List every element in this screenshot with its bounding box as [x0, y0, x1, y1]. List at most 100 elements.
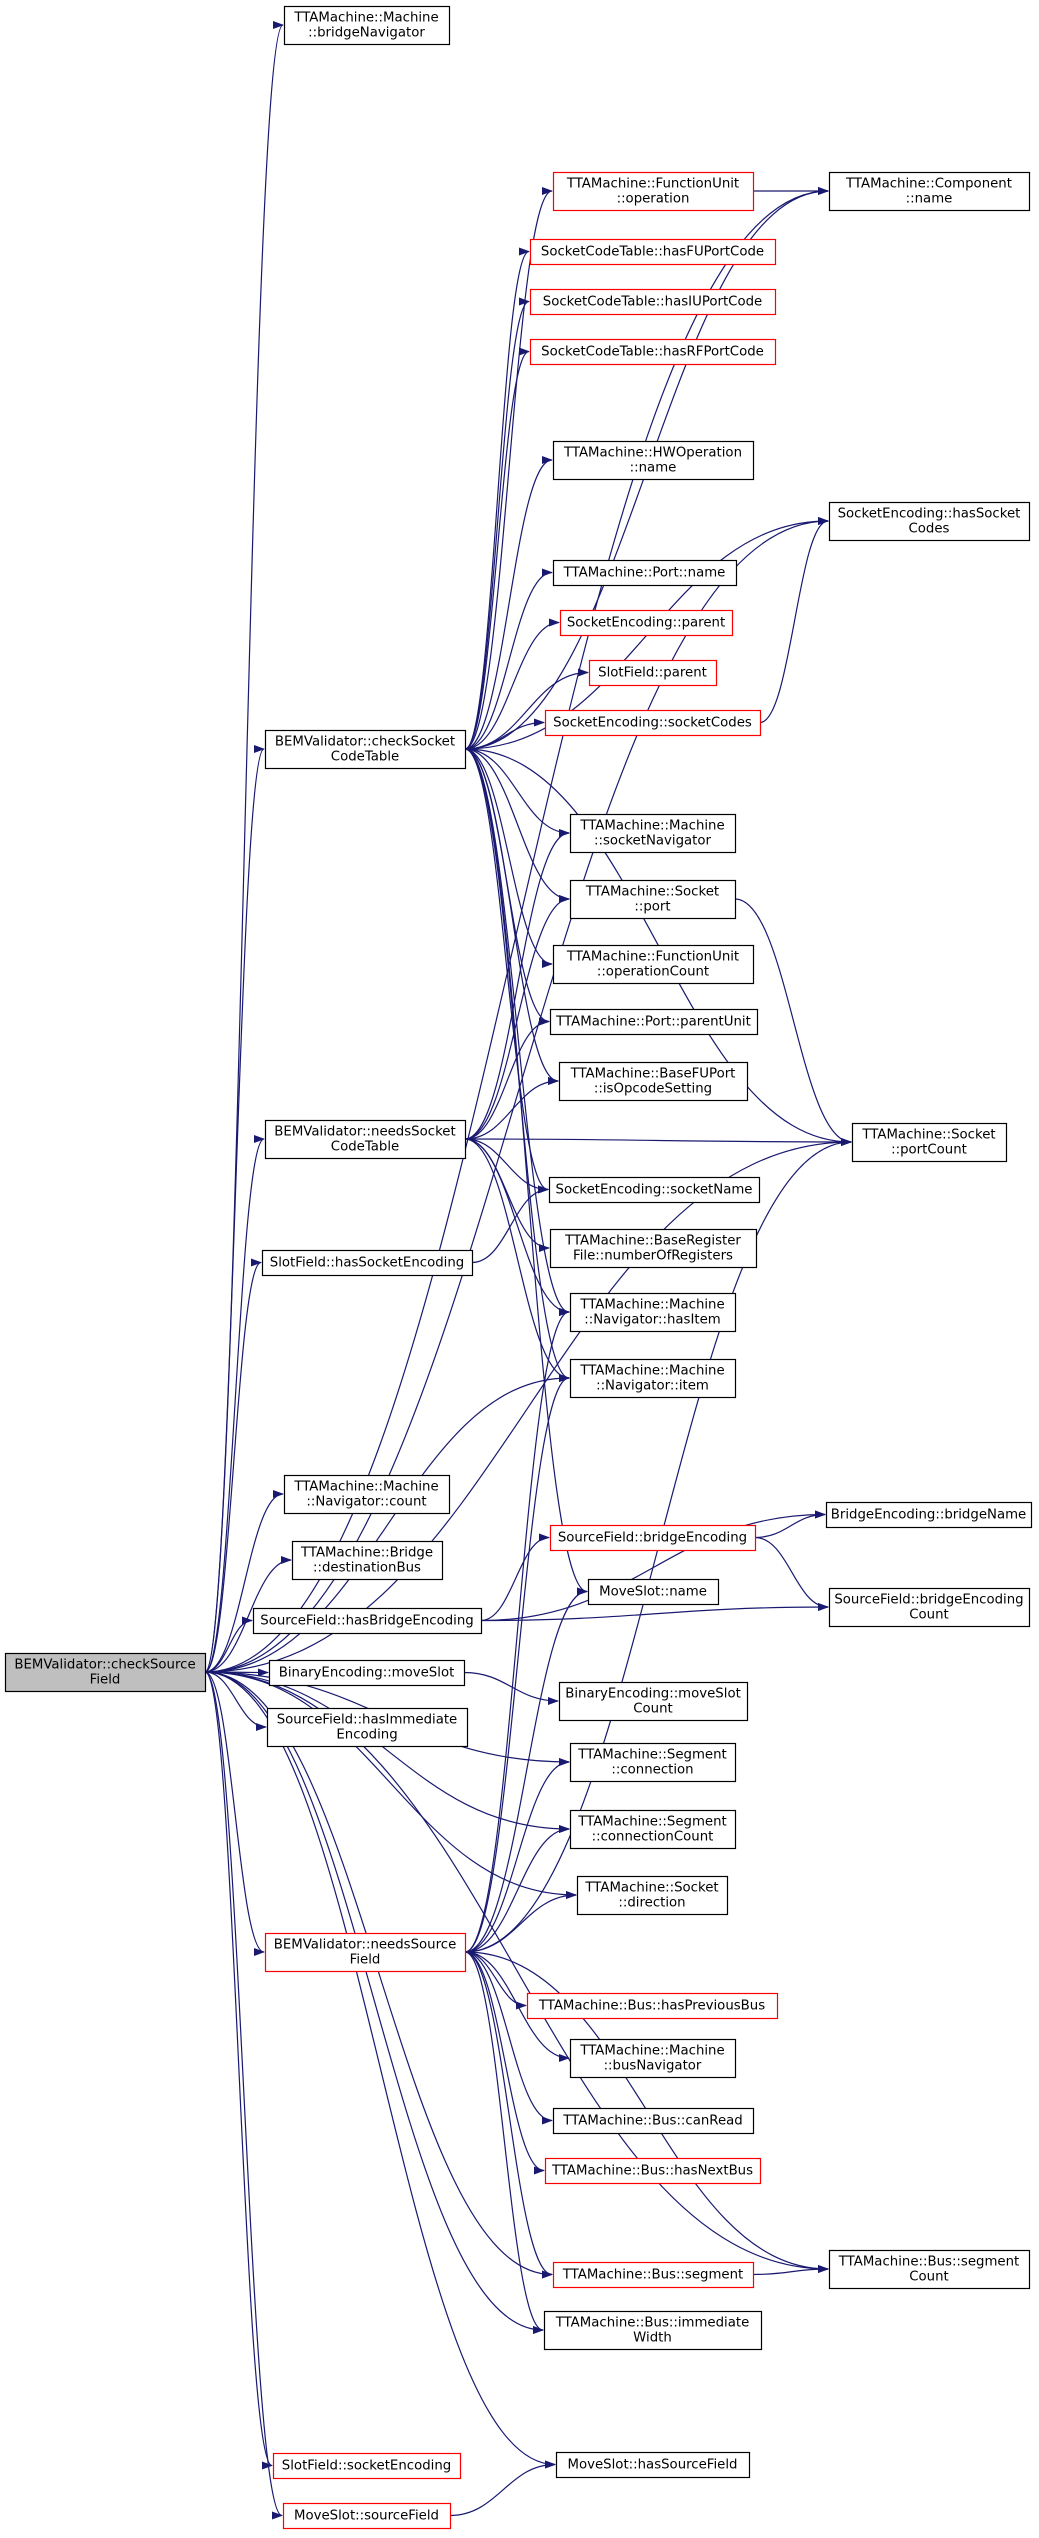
node-socket-codes[interactable]: SocketEncoding::socketCodes [544, 709, 762, 737]
node-label: SlotField::parent [598, 666, 707, 681]
node-se-parent[interactable]: SocketEncoding::parent [559, 609, 734, 637]
node-has-previous-bus[interactable]: TTAMachine::Bus::hasPreviousBus [526, 1992, 779, 2020]
node-label: TTAMachine::BaseFUPort [570, 1067, 736, 1082]
node-has-source-field[interactable]: MoveSlot::hasSourceField [555, 2451, 751, 2479]
node-is-opcode-setting[interactable]: TTAMachine::BaseFUPort::isOpcodeSetting [558, 1061, 749, 1102]
node-label: TTAMachine::Socket [585, 885, 719, 900]
node-label: TTAMachine::Socket [861, 1128, 995, 1143]
node-move-slot-name[interactable]: MoveSlot::name [587, 1578, 720, 1606]
node-port-count[interactable]: TTAMachine::Socket::portCount [851, 1122, 1008, 1163]
node-box [828, 171, 1031, 212]
node-nav-item[interactable]: TTAMachine::Machine::Navigator::item [569, 1358, 737, 1399]
node-label: SourceField::bridgeEncoding [558, 1531, 747, 1546]
node-seg-connection-count[interactable]: TTAMachine::Segment::connectionCount [569, 1809, 737, 1850]
call-edge [464, 748, 549, 1194]
call-edge [464, 829, 570, 1140]
node-box [544, 2157, 762, 2185]
node-socket-navigator[interactable]: TTAMachine::Machine::socketNavigator [569, 813, 737, 854]
node-label: MoveSlot::name [599, 1585, 707, 1600]
node-be-move-slot[interactable]: BinaryEncoding::moveSlot [268, 1659, 466, 1687]
node-box [552, 440, 755, 481]
node-label: BinaryEncoding::moveSlot [565, 1687, 741, 1702]
node-label: ::name [630, 461, 677, 476]
node-box [261, 1249, 474, 1277]
node-label: CodeTable [331, 750, 399, 765]
node-has-bridge-encoding[interactable]: SourceField::hasBridgeEncoding [252, 1607, 483, 1635]
node-label: Count [909, 1608, 949, 1623]
node-label: ::destinationBus [313, 1561, 421, 1576]
node-has-iuport-code[interactable]: SocketCodeTable::hasIUPortCode [529, 288, 777, 316]
node-can-read[interactable]: TTAMachine::Bus::canRead [552, 2107, 755, 2135]
node-box [283, 5, 451, 46]
call-edge [464, 748, 588, 1596]
call-edge [204, 21, 284, 1673]
node-component-name[interactable]: TTAMachine::Component::name [828, 171, 1031, 212]
call-edge [449, 2460, 556, 2517]
node-nav-has-item[interactable]: TTAMachine::Machine::Navigator::hasItem [569, 1292, 737, 1333]
call-edge [464, 1308, 570, 1953]
node-has-rfport-code[interactable]: SocketCodeTable::hasRFPortCode [529, 338, 777, 366]
node-ms-source-field[interactable]: MoveSlot::sourceField [282, 2502, 452, 2530]
node-label: TTAMachine::Component [845, 177, 1012, 192]
node-label: TTAMachine::Bus::hasNextBus [551, 2164, 753, 2179]
node-bus-navigator[interactable]: TTAMachine::Machine::busNavigator [569, 2038, 737, 2079]
node-port-name[interactable]: TTAMachine::Port::name [552, 559, 738, 587]
node-box [264, 1932, 467, 1973]
node-box [569, 1358, 737, 1399]
node-label: SocketEncoding::socketCodes [553, 716, 752, 731]
node-box [549, 1524, 757, 1552]
node-label: TTAMachine::Machine [579, 819, 724, 834]
node-destination-bus[interactable]: TTAMachine::Bridge::destinationBus [291, 1540, 444, 1581]
node-bus-segment[interactable]: TTAMachine::Bus::segment [552, 2261, 755, 2289]
node-socket-direction[interactable]: TTAMachine::Socket::direction [576, 1875, 729, 1916]
call-edge [204, 1671, 570, 1833]
node-number-of-registers[interactable]: TTAMachine::BaseRegisterFile::numberOfRe… [549, 1228, 758, 1269]
node-sf-bridge-encoding[interactable]: SourceField::bridgeEncoding [549, 1524, 757, 1552]
call-edge [464, 1374, 570, 1953]
node-parent-unit[interactable]: TTAMachine::Port::parentUnit [549, 1008, 759, 1036]
node-has-next-bus[interactable]: TTAMachine::Bus::hasNextBus [544, 2157, 762, 2185]
node-seg-connection[interactable]: TTAMachine::Segment::connection [569, 1742, 737, 1783]
node-socket-name[interactable]: SocketEncoding::socketName [548, 1176, 761, 1204]
node-box [569, 1292, 737, 1333]
call-edge [204, 1135, 265, 1673]
node-hw-operation-name[interactable]: TTAMachine::HWOperation::name [552, 440, 755, 481]
node-label: SourceField::hasBridgeEncoding [260, 1614, 473, 1629]
call-edge [464, 1951, 553, 2279]
node-label: ::Navigator::hasItem [584, 1313, 721, 1328]
node-has-socket-encoding[interactable]: SlotField::hasSocketEncoding [261, 1249, 474, 1277]
node-box [569, 813, 737, 854]
node-sf-socket-encoding[interactable]: SlotField::socketEncoding [272, 2452, 462, 2480]
node-has-fuport-code[interactable]: SocketCodeTable::hasFUPortCode [529, 238, 777, 266]
node-label: TTAMachine::Bridge [300, 1546, 433, 1561]
node-box [828, 1587, 1031, 1628]
node-operation-count[interactable]: TTAMachine::FunctionUnit::operationCount [552, 944, 755, 985]
node-box [558, 1061, 749, 1102]
node-label: File::numberOfRegisters [573, 1249, 733, 1264]
call-edge [204, 1671, 544, 2334]
node-fu-operation[interactable]: TTAMachine::FunctionUnit::operation [552, 171, 755, 212]
call-edge [464, 1951, 545, 2175]
call-edge [464, 297, 530, 750]
node-label: BEMValidator::needsSocket [274, 1125, 455, 1140]
node-sf-parent[interactable]: SlotField::parent [588, 659, 718, 687]
node-box [526, 1992, 779, 2020]
node-bridge-name[interactable]: BridgeEncoding::bridgeName [825, 1501, 1033, 1529]
node-box [558, 1681, 749, 1722]
call-edge [480, 1603, 829, 1622]
node-box [543, 2310, 763, 2351]
node-bridge-navigator[interactable]: TTAMachine::Machine::bridgeNavigator [283, 5, 451, 46]
node-socket-port[interactable]: TTAMachine::Socket::port [569, 879, 737, 920]
node-nav-count[interactable]: TTAMachine::Machine::Navigator::count [283, 1474, 451, 1515]
node-box [555, 2451, 751, 2479]
